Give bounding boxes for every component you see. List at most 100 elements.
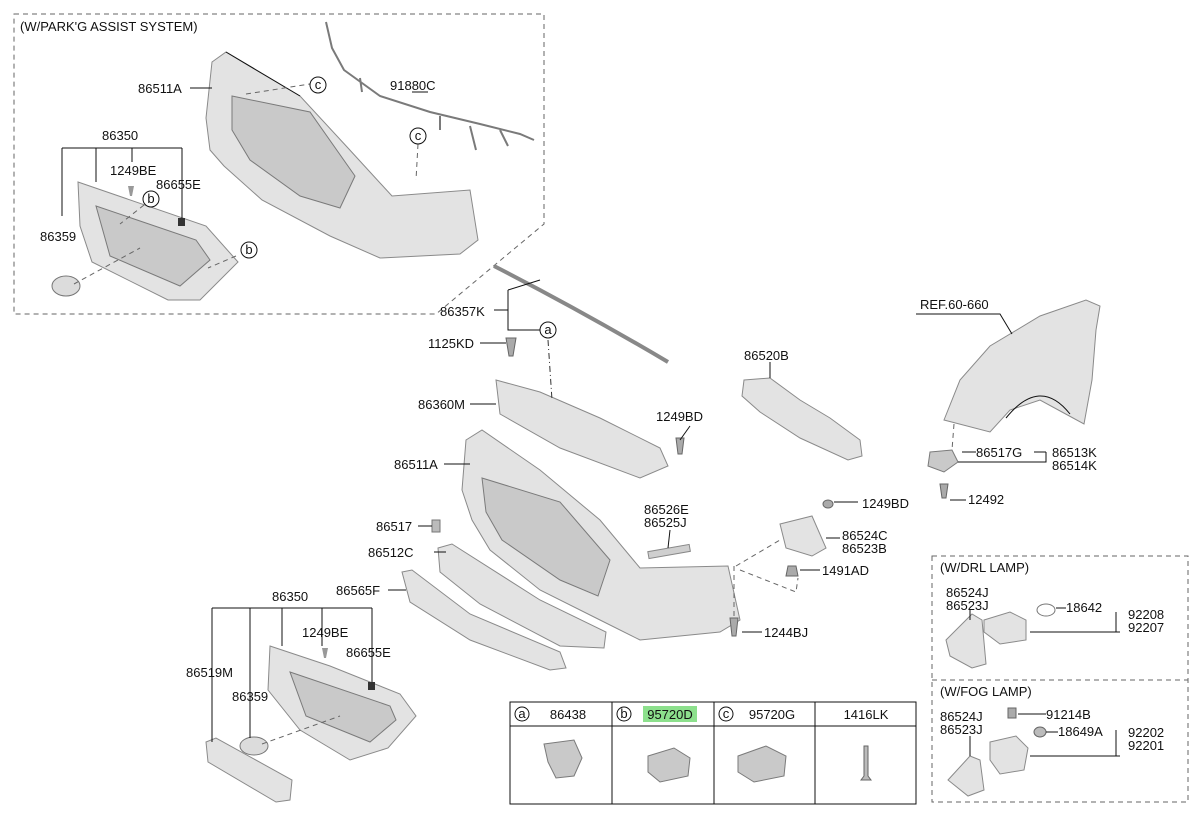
screw-1244BJ — [729, 617, 739, 637]
label-86520B: 86520B — [744, 348, 789, 363]
reinforcement-bar — [741, 377, 863, 461]
drl-label-92208: 92208 — [1128, 607, 1164, 622]
label-86512C: 86512C — [368, 545, 414, 560]
drl-label-86523J: 86523J — [946, 598, 989, 613]
label-86655E: 86655E — [346, 645, 391, 660]
label-91880C: 91880C — [390, 78, 436, 93]
table-sensor-g-icon — [737, 745, 787, 783]
fog-screw — [1007, 707, 1017, 719]
label-1125KD: 1125KD — [428, 336, 474, 351]
label-1249BD-a: 1249BD — [656, 409, 703, 424]
side-bracket-86524C — [779, 515, 827, 557]
callout-a: a — [544, 322, 552, 337]
label-1249BD-b: 1249BD — [862, 496, 909, 511]
wiring-harness — [325, 21, 535, 151]
drl-bracket — [945, 613, 987, 669]
table-letter-b: b — [620, 706, 627, 721]
label-12492: 12492 — [968, 492, 1004, 507]
table-letter-a: a — [518, 706, 526, 721]
drl-title: (W/DRL LAMP) — [940, 560, 1029, 575]
upper-moulding — [493, 264, 670, 364]
drl-label-86524J: 86524J — [946, 585, 989, 600]
parts-table: a 86438 b 95720D c 95720G 1416LK — [509, 701, 917, 805]
table-sensor-d-icon — [647, 747, 691, 783]
screw-1249BD-a — [675, 437, 685, 455]
label-1249BE: 1249BE — [302, 625, 349, 640]
lower-grille-strip — [437, 543, 607, 649]
table-clip-icon — [543, 739, 583, 779]
drl-label-18642: 18642 — [1066, 600, 1102, 615]
bumper-cover-top — [205, 51, 479, 259]
label-86526E: 86526E — [644, 502, 689, 517]
fog-label-86524J: 86524J — [940, 709, 983, 724]
label-86524C: 86524C — [842, 528, 888, 543]
label-1491AD: 1491AD — [822, 563, 869, 578]
main-assembly: a 86357K 1125KD 86360M 86520B 1249BD 865… — [336, 264, 909, 671]
drl-label-92207: 92207 — [1128, 620, 1164, 635]
drl-lamp — [983, 611, 1027, 645]
callout-b-2: b — [245, 242, 252, 257]
table-part-1416LK: 1416LK — [844, 707, 889, 722]
callout-c-1: c — [315, 77, 322, 92]
nut-1491AD — [785, 565, 799, 577]
lamp-section: (W/DRL LAMP) 86524J 86523J 18642 92208 9… — [931, 555, 1189, 803]
bumper-cover-top-inner — [231, 95, 356, 209]
label-86565F: 86565F — [336, 583, 380, 598]
label-86360M: 86360M — [418, 397, 465, 412]
park-assist-title: (W/PARK'G ASSIST SYSTEM) — [20, 19, 198, 34]
label-86517: 86517 — [376, 519, 412, 534]
screw-1125KD — [505, 337, 517, 357]
lower-insert-86519M — [205, 737, 293, 803]
table-part-95720D[interactable]: 95720D — [647, 707, 693, 722]
table-letter-c: c — [723, 706, 730, 721]
label-86511A-top: 86511A — [138, 81, 182, 96]
label-86350: 86350 — [272, 589, 308, 604]
label-86525J: 86525J — [644, 515, 687, 530]
reflector-86526E — [647, 543, 691, 560]
fog-title: (W/FOG LAMP) — [940, 684, 1032, 699]
label-86519M: 86519M — [186, 665, 233, 680]
clip-top — [178, 218, 185, 226]
label-86523B: 86523B — [842, 541, 887, 556]
park-assist-section: (W/PARK'G ASSIST SYSTEM) c c b b 86 — [13, 13, 545, 315]
emblem — [239, 736, 269, 756]
fender-group: REF.60-660 86517G 86513K 86514K 12492 — [916, 297, 1101, 507]
screw-top — [128, 186, 134, 196]
fog-label-92201: 92201 — [1128, 738, 1164, 753]
label-86514K: 86514K — [1052, 458, 1097, 473]
screw-1249BD-b — [822, 499, 834, 509]
fog-socket — [1033, 726, 1047, 738]
drl-bulb — [1036, 603, 1056, 617]
fog-label-92202: 92202 — [1128, 725, 1164, 740]
lower-grille-group: 86350 1249BE 86655E 86519M 86359 — [186, 589, 417, 803]
fog-label-18649A: 18649A — [1058, 724, 1103, 739]
table-rivet-icon — [860, 745, 872, 781]
table-part-95720G: 95720G — [749, 707, 795, 722]
screw-12492 — [939, 483, 949, 499]
label-86517G: 86517G — [976, 445, 1022, 460]
fender — [943, 299, 1101, 433]
fog-bracket — [947, 755, 985, 797]
fog-lamp — [989, 735, 1029, 775]
clip-86517 — [431, 519, 441, 533]
label-1249BE-top: 1249BE — [110, 163, 157, 178]
fender-bracket — [927, 449, 959, 473]
label-86511A: 86511A — [394, 457, 438, 472]
label-86655E-top: 86655E — [156, 177, 201, 192]
clip — [368, 682, 375, 690]
emblem-top — [51, 275, 81, 297]
label-86357K: 86357K — [440, 304, 485, 319]
upper-bracket — [495, 379, 669, 479]
fog-label-91214B: 91214B — [1046, 707, 1091, 722]
label-86359: 86359 — [232, 689, 268, 704]
table-part-86438: 86438 — [550, 707, 586, 722]
bumper-cover — [461, 429, 741, 641]
screw — [322, 648, 328, 658]
callout-b-1: b — [147, 191, 154, 206]
lower-lip — [401, 569, 567, 671]
label-ref: REF.60-660 — [920, 297, 989, 312]
callout-c-2: c — [415, 128, 422, 143]
label-86513K: 86513K — [1052, 445, 1097, 460]
label-86359-top: 86359 — [40, 229, 76, 244]
